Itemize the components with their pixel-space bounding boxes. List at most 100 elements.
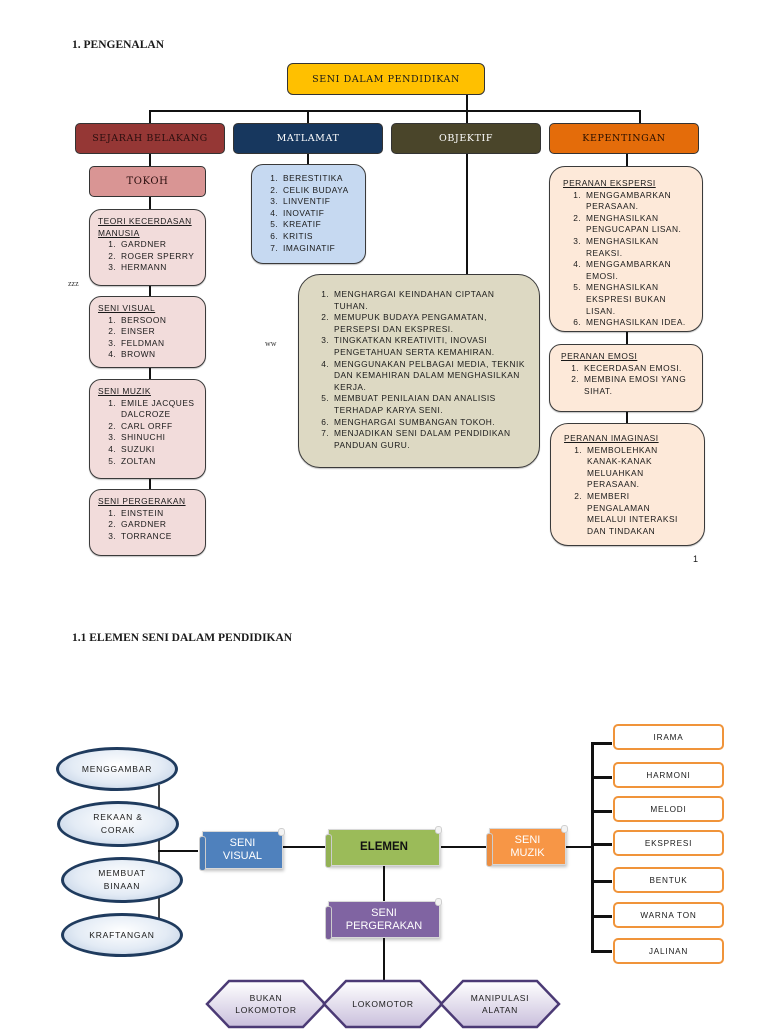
item-label: EKSPRESI bbox=[644, 838, 693, 848]
connector bbox=[441, 846, 487, 848]
item-label: WARNA TON bbox=[640, 910, 697, 920]
connector bbox=[466, 154, 468, 275]
tokoh-label: TOKOH bbox=[126, 176, 169, 187]
connector bbox=[466, 94, 468, 111]
list-item: SHINUCHI bbox=[119, 432, 197, 444]
list-item: EINSTEIN bbox=[119, 508, 197, 520]
muzik-item-harmoni: HARMONI bbox=[613, 762, 724, 788]
connector bbox=[149, 479, 151, 489]
connector bbox=[149, 368, 151, 379]
list-item: BERESTITIKA bbox=[281, 173, 359, 185]
kepentingan-group-ekspresi: PERANAN EKSPERSI MENGGAMBARKAN PERASAAN.… bbox=[549, 166, 703, 332]
connector bbox=[591, 810, 612, 813]
list-item: KREATIF bbox=[281, 219, 359, 231]
muzik-item-irama: IRAMA bbox=[613, 724, 724, 750]
list-item: MEMBUAT PENILAIAN DAN ANALISIS TERHADAP … bbox=[332, 393, 525, 416]
visual-item-kraftangan: KRAFTANGAN bbox=[61, 913, 183, 957]
list-item: MENJADIKAN SENI DALAM PENDIDIKAN PANDUAN… bbox=[332, 428, 525, 451]
group-title: PERANAN IMAGINASI bbox=[564, 433, 659, 443]
item-label: BENTUK bbox=[649, 875, 688, 885]
muzik-item-ekspresi: EKSPRESI bbox=[613, 830, 724, 856]
group-title: PERANAN EMOSI bbox=[561, 351, 638, 361]
list-item: ROGER SPERRY bbox=[119, 251, 197, 263]
connector bbox=[158, 850, 198, 852]
connector bbox=[591, 950, 612, 953]
node-label: SENI bbox=[371, 906, 397, 919]
list-item: MENGGUNAKAN PELBAGAI MEDIA, TEKNIK DAN K… bbox=[332, 359, 525, 394]
list-item: BROWN bbox=[119, 349, 197, 361]
oval-label: CORAK bbox=[100, 825, 136, 835]
group-title: SENI MUZIK bbox=[98, 386, 151, 396]
section-heading-elemen: 1.1 ELEMEN SENI DALAM PENDIDIKAN bbox=[72, 632, 293, 644]
connector bbox=[591, 776, 612, 779]
list-item: CELIK BUDAYA bbox=[281, 185, 359, 197]
list-item: GARDNER bbox=[119, 239, 197, 251]
connector bbox=[307, 110, 309, 124]
node-label: ELEMEN bbox=[360, 841, 408, 853]
kepentingan-group-imaginasi: PERANAN IMAGINASI MEMBOLEHKAN KANAK-KANA… bbox=[550, 423, 705, 546]
connector bbox=[149, 197, 151, 209]
list-item: MENGHARGAI SUMBANGAN TOKOH. bbox=[332, 417, 525, 429]
branch-matlamat: MATLAMAT bbox=[233, 123, 383, 154]
list-item: IMAGINATIF bbox=[281, 243, 359, 255]
connector bbox=[591, 742, 612, 745]
group-title: PERANAN EKSPERSI bbox=[563, 178, 656, 188]
list-item: MENGHASILKAN EKSPRESI BUKAN LISAN. bbox=[584, 282, 694, 317]
connector bbox=[149, 110, 151, 124]
branch-kepentingan: KEPENTINGAN bbox=[549, 123, 699, 154]
muzik-item-warna-ton: WARNA TON bbox=[613, 902, 724, 928]
muzik-item-jalinan: JALINAN bbox=[613, 938, 724, 964]
branch-label: KEPENTINGAN bbox=[582, 133, 666, 144]
page-number: 1 bbox=[693, 554, 699, 564]
list-item: KECERDASAN EMOSI. bbox=[582, 363, 694, 375]
connector bbox=[149, 110, 640, 112]
list-item: BERSOON bbox=[119, 315, 197, 327]
list-item: MEMBERI PENGALAMAN MELALUI INTERAKSI DAN… bbox=[585, 491, 680, 537]
list-item: MEMBINA EMOSI YANG SIHAT. bbox=[582, 374, 694, 397]
item-label: JALINAN bbox=[648, 946, 689, 956]
objektif-list-box: MENGHARGAI KEINDAHAN CIPTAAN TUHAN. MEMU… bbox=[298, 274, 540, 468]
list-item: HERMANN bbox=[119, 262, 197, 274]
connector bbox=[158, 785, 160, 925]
list-item: MEMBOLEHKAN KANAK-KANAK MELUAHKAN PERASA… bbox=[585, 445, 680, 491]
tokoh-group-seni-muzik: SENI MUZIK EMILE JACQUES DALCROZE CARL O… bbox=[89, 379, 206, 479]
connector bbox=[626, 332, 628, 345]
list-item: CARL ORFF bbox=[119, 421, 197, 433]
oval-label: KRAFTANGAN bbox=[89, 929, 155, 940]
list-item: MENGGAMBARKAN PERASAAN. bbox=[584, 190, 694, 213]
connector bbox=[591, 915, 612, 918]
seni-muzik-node: SENI MUZIK bbox=[489, 825, 568, 865]
list-item: LINVENTIF bbox=[281, 196, 359, 208]
list-item: MEMUPUK BUDAYA PENGAMATAN, PERSEPSI DAN … bbox=[332, 312, 525, 335]
list-item: MENGHARGAI KEINDAHAN CIPTAAN TUHAN. bbox=[332, 289, 525, 312]
connector bbox=[307, 154, 309, 164]
branch-label: MATLAMAT bbox=[276, 133, 340, 144]
root-node-label: SENI DALAM PENDIDIKAN bbox=[312, 73, 460, 85]
branch-objektif: OBJEKTIF bbox=[391, 123, 541, 154]
connector bbox=[283, 846, 325, 848]
pergerakan-item-lokomotor: LOKOMOTOR bbox=[322, 979, 444, 1029]
connector bbox=[626, 154, 628, 167]
branch-label: SEJARAH BELAKANG bbox=[92, 133, 208, 144]
list-item: TINGKATKAN KREATIVITI, INOVASI PENGETAHU… bbox=[332, 335, 525, 358]
item-label: IRAMA bbox=[653, 732, 684, 742]
kepentingan-group-emosi: PERANAN EMOSI KECERDASAN EMOSI. MEMBINA … bbox=[549, 344, 703, 412]
oval-label: REKAAN & bbox=[93, 812, 143, 822]
list-item: INOVATIF bbox=[281, 208, 359, 220]
list-item: GARDNER bbox=[119, 519, 197, 531]
tokoh-group-seni-visual: SENI VISUAL BERSOON EINSER FELDMAN BROWN bbox=[89, 296, 206, 368]
connector bbox=[466, 110, 468, 124]
seni-visual-node: SENI VISUAL bbox=[202, 828, 285, 869]
visual-item-menggambar: MENGGAMBAR bbox=[56, 747, 178, 791]
section-heading-pengenalan: 1. PENGENALAN bbox=[72, 39, 165, 51]
node-label: VISUAL bbox=[222, 850, 263, 862]
list-item: MENGHASILKAN PENGUCAPAN LISAN. bbox=[584, 213, 694, 236]
connector bbox=[383, 866, 385, 901]
group-title: TEORI KECERDASAN MANUSIA bbox=[98, 216, 192, 238]
group-title: SENI VISUAL bbox=[98, 303, 156, 313]
seni-pergerakan-node: SENI PERGERAKAN bbox=[328, 898, 442, 938]
item-label: HARMONI bbox=[646, 770, 691, 780]
